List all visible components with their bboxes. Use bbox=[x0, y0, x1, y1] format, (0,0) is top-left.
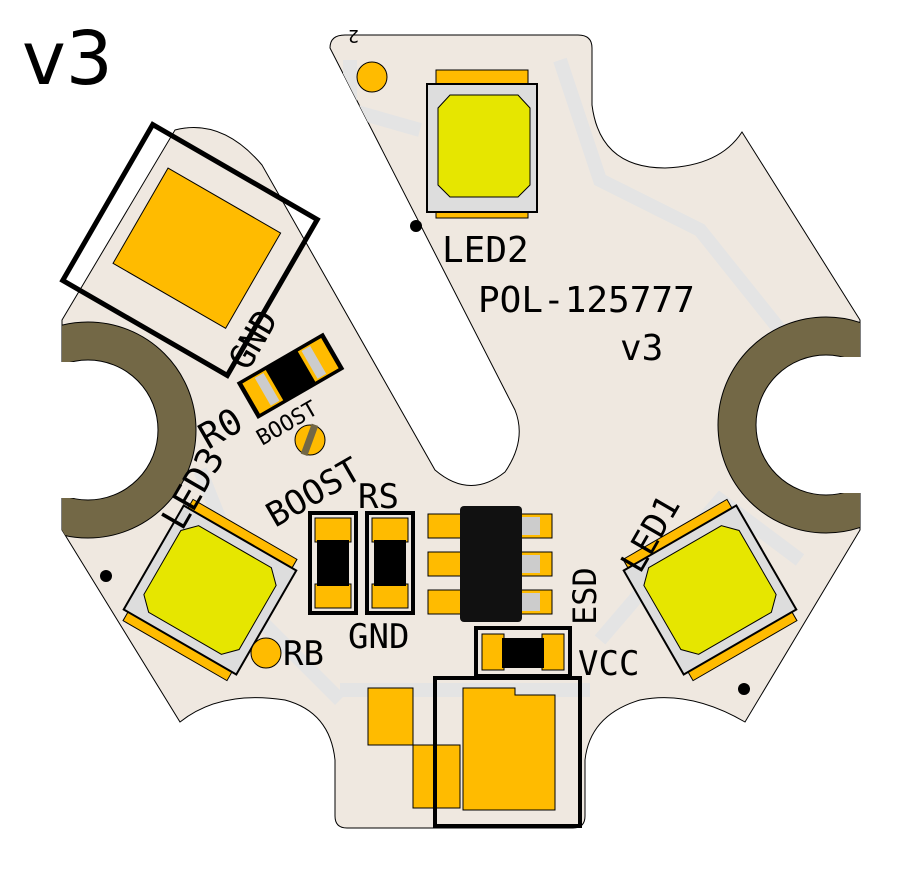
label-gnd-bottom: GND bbox=[348, 617, 409, 657]
label-led2: LED2 bbox=[442, 230, 529, 271]
label-rs: RS bbox=[358, 477, 399, 517]
label-rb: RB bbox=[283, 634, 324, 674]
test-pad bbox=[356, 61, 388, 93]
rs-resistor bbox=[365, 511, 415, 615]
rb-resistor bbox=[308, 511, 358, 615]
ic-chip bbox=[427, 506, 553, 622]
label-revision: v3 bbox=[620, 328, 663, 369]
led3-component bbox=[122, 498, 298, 682]
pin1-marker bbox=[738, 683, 750, 695]
version-title: v3 bbox=[22, 16, 113, 102]
boost-jumper bbox=[294, 423, 326, 457]
label-part-number: POL-125777 bbox=[478, 280, 695, 321]
corner-mark: 2 bbox=[348, 25, 359, 46]
bottom-pads bbox=[367, 676, 582, 828]
led1-component bbox=[622, 498, 798, 682]
led2-component bbox=[426, 69, 538, 219]
vcc-capacitor bbox=[474, 626, 572, 678]
label-esd: ESD bbox=[566, 567, 604, 625]
label-vcc: VCC bbox=[578, 644, 639, 684]
test-pad bbox=[250, 637, 282, 669]
r0-resistor bbox=[236, 332, 345, 420]
pin1-marker bbox=[100, 570, 112, 582]
power-pad-footprint bbox=[59, 121, 321, 379]
pin1-marker bbox=[410, 220, 422, 232]
